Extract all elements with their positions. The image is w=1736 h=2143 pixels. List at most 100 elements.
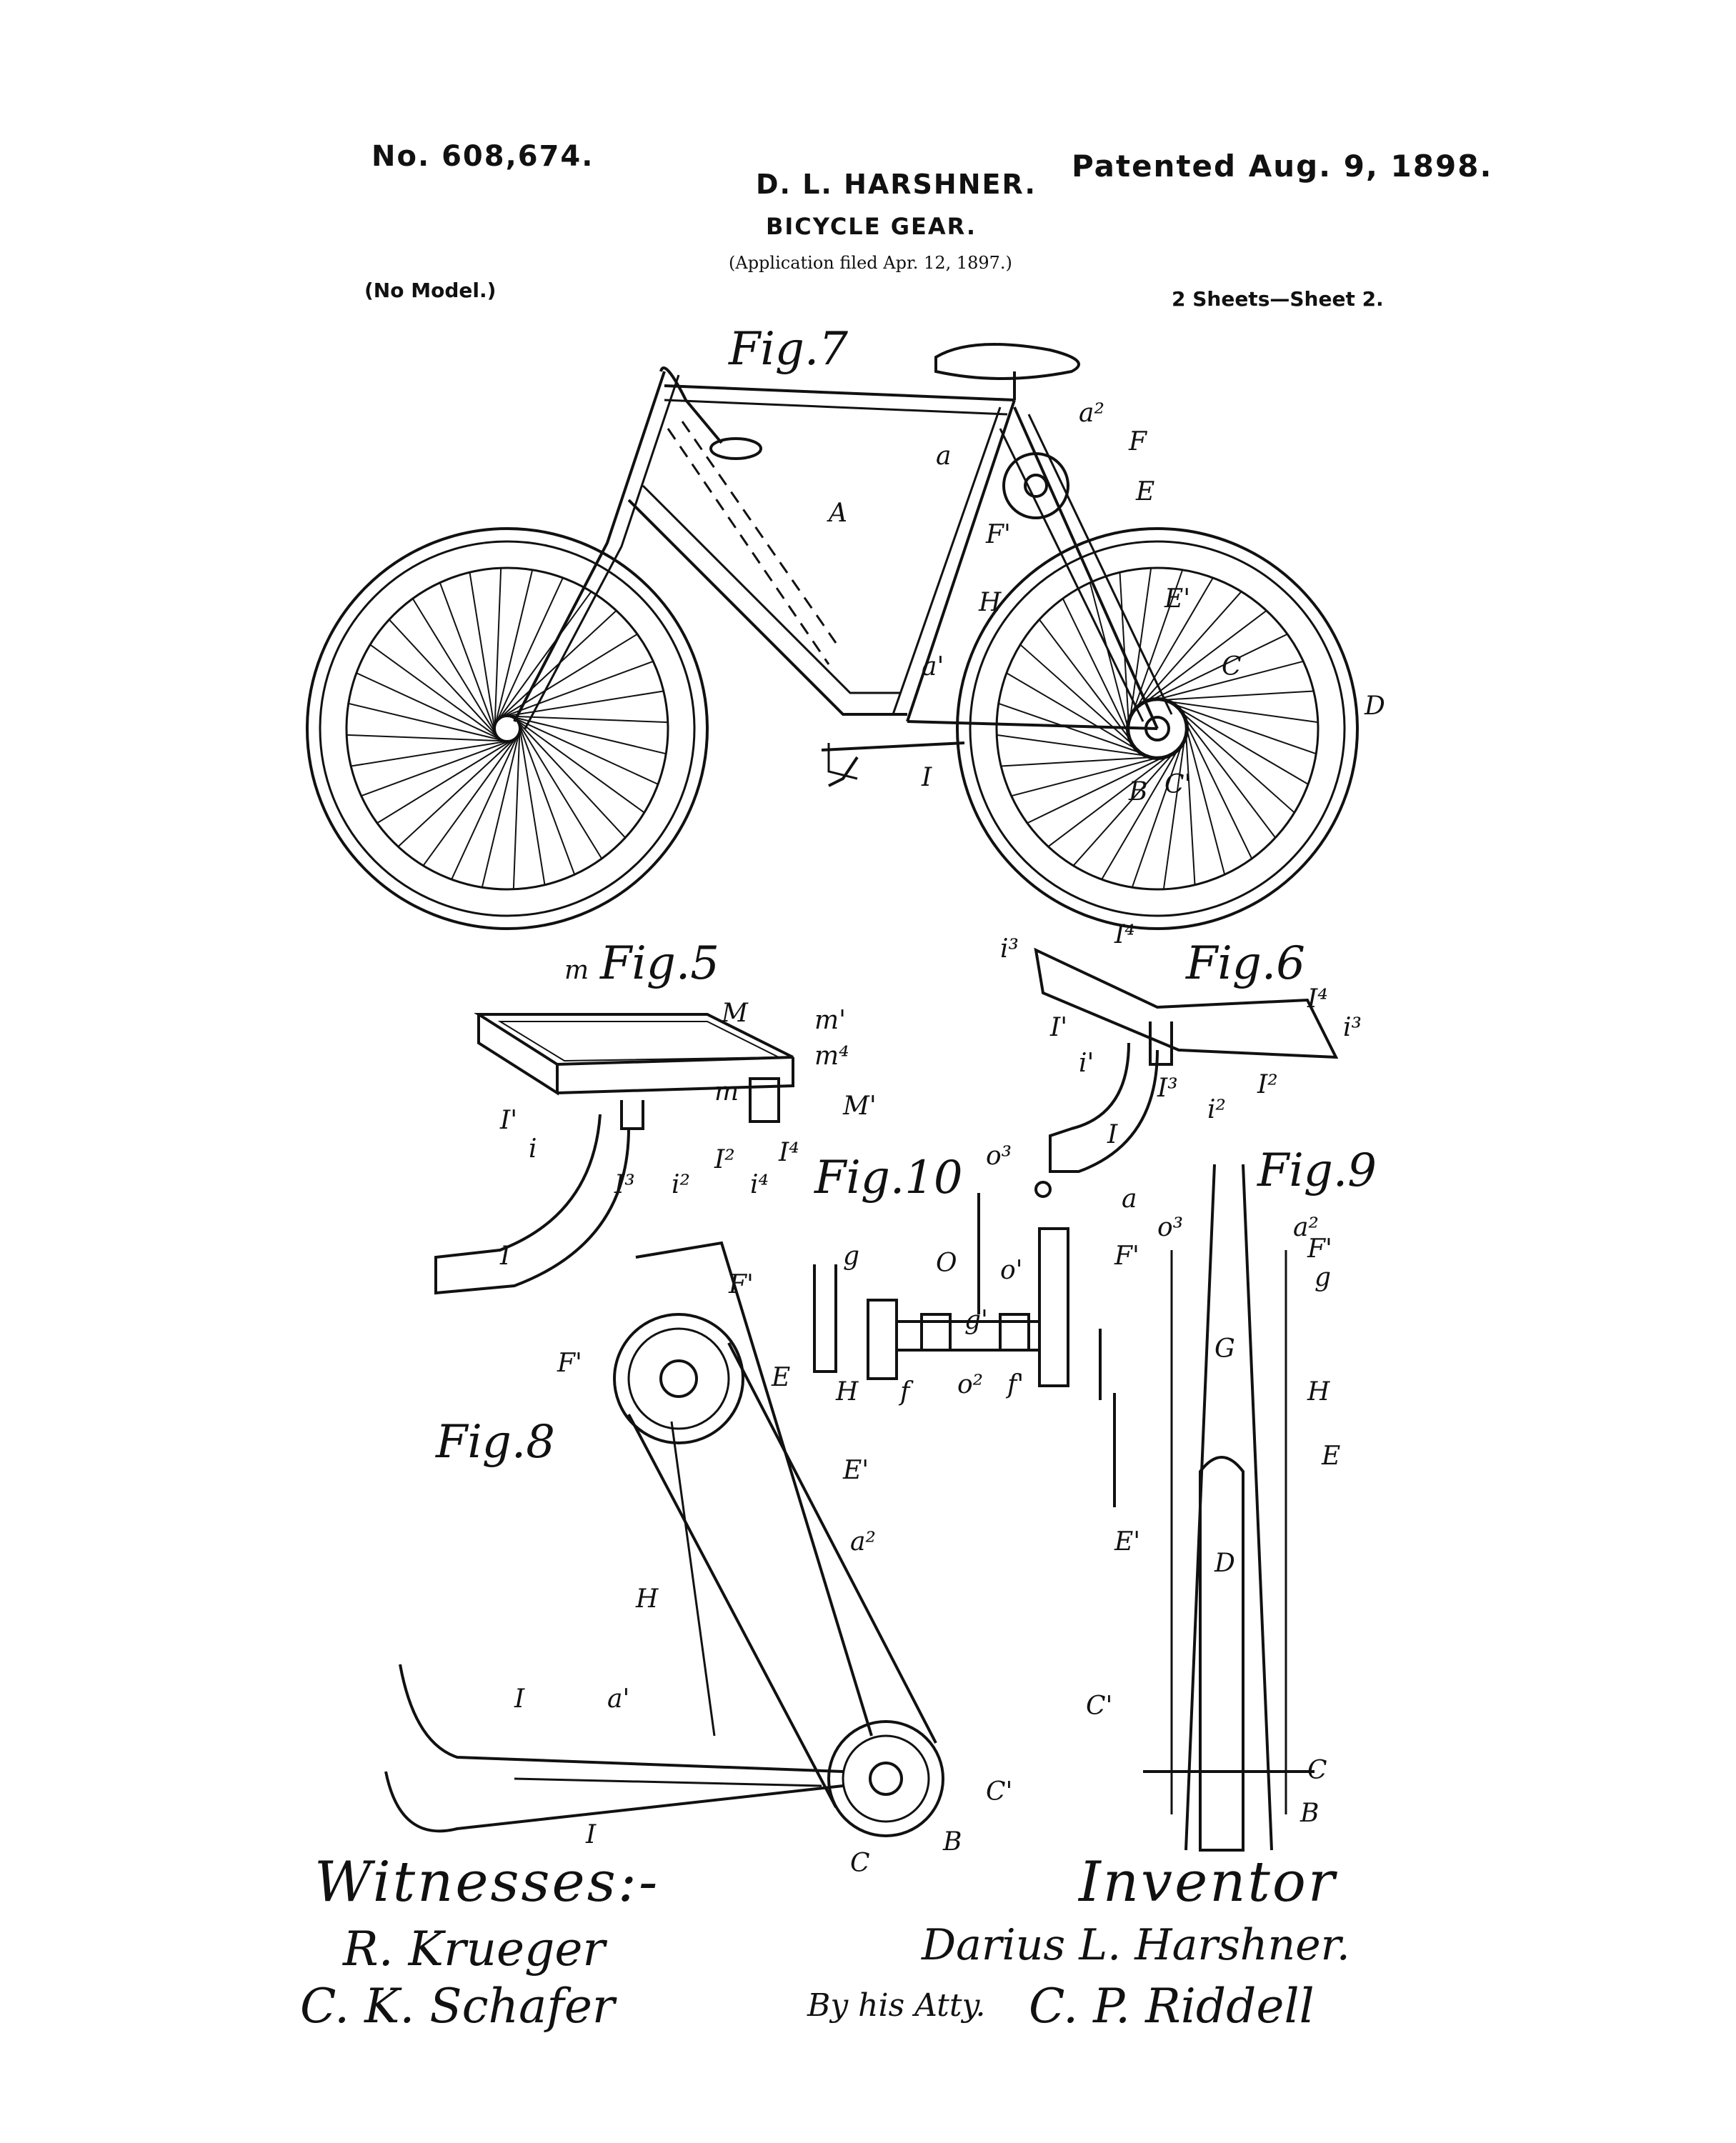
- ref-g: g: [843, 1242, 859, 1271]
- ref-F1b-fig8: F': [557, 1349, 582, 1378]
- fig8-upper-hub: [659, 1359, 698, 1398]
- spoke: [1132, 609, 1267, 713]
- spoke: [1181, 711, 1226, 875]
- ref-I4b: I⁴: [1307, 984, 1328, 1014]
- rear-wheel-inner-rim: [995, 566, 1320, 891]
- fig6-bar: [1034, 947, 1339, 1059]
- spoke: [1127, 577, 1214, 724]
- inventor-signature: Darius L. Harshner.: [922, 1920, 1350, 1970]
- spoke: [361, 739, 515, 797]
- ref-m4: m⁴: [814, 1041, 849, 1071]
- ref-I3: I³: [614, 1170, 635, 1199]
- ref-H-fig8: H: [635, 1584, 659, 1614]
- fig8-gear-detail: [384, 1241, 944, 1837]
- spoke: [1162, 722, 1188, 889]
- ref-i3: i³: [1000, 934, 1019, 964]
- fig9-label: Fig.9: [1257, 1144, 1377, 1197]
- fig10-right-post: [1099, 1329, 1116, 1507]
- application-date: (Application filed Apr. 12, 1897.): [729, 253, 1012, 273]
- spoke: [1151, 698, 1318, 724]
- spoke: [1168, 700, 1295, 814]
- fig10-left-post: [813, 1264, 837, 1373]
- patent-number: No. 608,674.: [371, 140, 594, 173]
- ref-i1: i': [1079, 1049, 1094, 1078]
- ref-B: B: [1128, 777, 1147, 806]
- rear-wheel-tire: [956, 527, 1359, 930]
- spoke: [351, 739, 513, 767]
- spoke: [469, 572, 497, 734]
- ref-I3-fig6: I³: [1157, 1074, 1178, 1103]
- footrest-mount: [620, 1100, 644, 1130]
- seat-stay: [1013, 406, 1159, 729]
- patent-date: Patented Aug. 9, 1898.: [1072, 149, 1493, 184]
- ref-a1: a': [922, 652, 944, 681]
- ref-D-fig9: D: [1214, 1549, 1235, 1578]
- spoke: [514, 717, 626, 839]
- fig5-footrest: [434, 1013, 794, 1295]
- ref-D: D: [1364, 691, 1385, 721]
- handlebar-grip: [709, 437, 762, 460]
- footrest-clamp: [749, 1077, 780, 1123]
- spoke: [356, 672, 505, 742]
- ref-g-fig9: g: [1315, 1263, 1331, 1292]
- ref-I4-fig6: I⁴: [1114, 920, 1135, 949]
- spoke: [494, 591, 592, 724]
- witnesses-heading: Witnesses:-: [314, 1850, 660, 1914]
- ref-m-lower: m: [714, 1077, 739, 1107]
- ref-i2-fig6: i²: [1207, 1095, 1226, 1124]
- ref-i2: i²: [672, 1170, 690, 1199]
- seat-tube-inner: [892, 406, 1002, 715]
- ref-G: G: [1214, 1334, 1235, 1364]
- front-fork: [513, 371, 666, 722]
- spoke: [411, 598, 499, 739]
- spoke: [369, 644, 503, 741]
- front-wheel-rim: [319, 540, 696, 917]
- footrest-mesh: [497, 1021, 779, 1062]
- ref-M: M: [721, 999, 749, 1028]
- fig8-rod-h: [670, 1421, 716, 1737]
- spoke: [1177, 706, 1253, 859]
- fig7-label: Fig.7: [728, 323, 848, 376]
- fig10-knob: [1034, 1181, 1052, 1198]
- spoke: [494, 569, 534, 729]
- spoke: [1027, 749, 1179, 824]
- spoke: [1129, 591, 1242, 718]
- upper-gear: [1002, 452, 1069, 519]
- ref-i4: i⁴: [750, 1170, 769, 1199]
- fig6-mount: [1149, 1021, 1173, 1066]
- spoke: [422, 733, 520, 866]
- chain-line: [1027, 414, 1173, 715]
- ref-o1: o': [1000, 1256, 1023, 1285]
- fig8-upper-sprocket-inner: [627, 1327, 730, 1430]
- fig8-label: Fig.8: [435, 1416, 555, 1469]
- fig6-arm: [1049, 1042, 1159, 1173]
- spoke: [496, 610, 617, 722]
- fig8-frame-tube: [635, 1241, 873, 1737]
- spoke: [1157, 698, 1317, 755]
- fig8-lever-upper: [399, 1664, 844, 1773]
- ref-B-fig9: B: [1299, 1799, 1319, 1828]
- upper-gear-axle: [1024, 474, 1048, 498]
- ref-I-fig8: I: [514, 1684, 525, 1714]
- ref-I1: I': [499, 1106, 517, 1135]
- ref-C1-fig9: C': [1086, 1692, 1112, 1721]
- fig6-footrest: [1034, 947, 1339, 1173]
- spoke: [507, 715, 667, 755]
- model-note: (No Model.): [364, 279, 497, 302]
- footrest-arm: [434, 1114, 630, 1295]
- spoke: [1127, 569, 1184, 729]
- spoke: [346, 734, 510, 742]
- fig10-right-sprocket: [1038, 1227, 1069, 1387]
- fig8-chain: [627, 1342, 937, 1808]
- spoke: [1162, 698, 1309, 785]
- spoke: [1127, 568, 1152, 735]
- ref-F-fig9: F': [1307, 1234, 1332, 1264]
- ref-F1: F': [985, 520, 1011, 549]
- ref-C1: C': [1164, 770, 1191, 799]
- fig6-label: Fig.6: [1185, 937, 1305, 990]
- spoke: [1145, 690, 1314, 702]
- ref-a: a: [936, 441, 951, 471]
- ref-m1: m': [814, 1006, 846, 1035]
- front-wheel-tire: [306, 527, 709, 930]
- fig8-lower-sprocket-inner: [842, 1734, 930, 1823]
